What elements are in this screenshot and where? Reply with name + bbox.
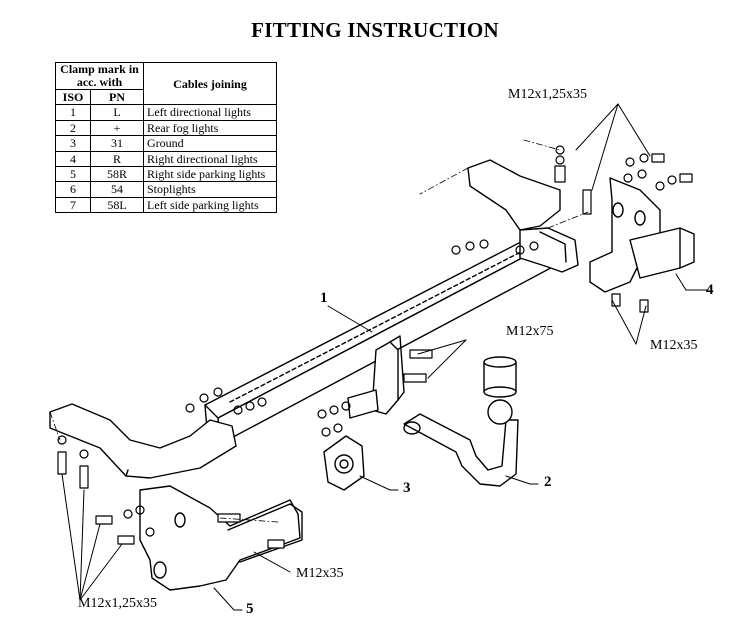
table-row: 2+Rear fog lights [55,119,277,137]
header-cables-joining: Cables joining [143,61,277,106]
part-3-socket-plate [323,435,365,491]
part-number-2: 2 [544,474,552,490]
cable-joining-table: Clamp mark in acc. with Cables joining I… [55,61,277,214]
desc-cell: Right side parking lights [143,166,277,183]
desc-cell: Left directional lights [143,104,277,121]
desc-cell: Stoplights [143,181,277,198]
iso-cell: 7 [55,196,91,214]
part-number-3: 3 [403,480,411,496]
pn-cell: L [90,104,144,121]
header-iso: ISO [55,88,91,106]
part-5-side-plate [139,485,303,591]
desc-cell: Rear fog lights [143,119,277,137]
desc-cell: Left side parking lights [143,196,277,214]
header-clamp-mark: Clamp mark in acc. with [55,62,144,90]
part-number-1: 1 [320,290,328,306]
pn-cell: 31 [90,135,144,152]
label-bolt-bottom-middle: M12x35 [296,566,344,581]
pn-cell: 54 [90,181,144,198]
alignment-lines [49,139,589,523]
desc-cell: Right directional lights [143,150,277,168]
right-bracket [467,159,579,273]
part-number-4: 4 [706,282,714,298]
leader-lines [61,103,709,611]
table-subheader-row: ISO PN [55,88,277,106]
part-number-5: 5 [246,601,254,617]
desc-cell: Ground [143,135,277,152]
iso-cell: 6 [55,181,91,198]
label-bolt-top-right: M12x1,25x35 [508,87,587,102]
pn-cell: 58L [90,196,144,214]
header-pn: PN [90,88,144,106]
label-bolt-middle: M12x75 [506,324,554,339]
part-4-side-plate [589,177,695,293]
pn-cell: 58R [90,166,144,183]
part-2-tow-ball [403,356,519,487]
left-bracket [49,403,237,479]
label-bolt-right: M12x35 [650,338,698,353]
bolts-and-nuts [57,145,693,549]
label-bolt-bottom-left: M12x1,25x35 [78,596,157,611]
centre-bracket [347,335,405,419]
page-title: FITTING INSTRUCTION [251,18,499,42]
table-header-row: Clamp mark in acc. with Cables joining [55,61,277,106]
